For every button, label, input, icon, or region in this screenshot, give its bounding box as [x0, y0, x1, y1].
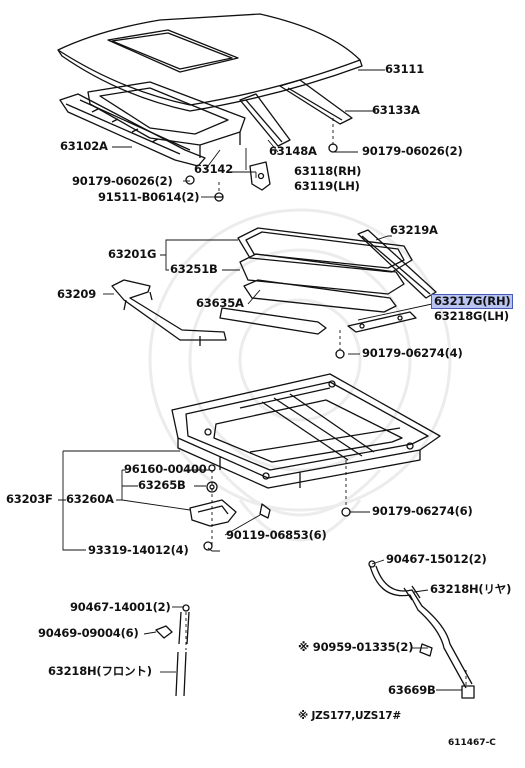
part-label-90467-14001[interactable]: 90467-14001(2) [70, 600, 171, 614]
part-label-63133a[interactable]: 63133A [372, 103, 420, 117]
dashed-leaders [185, 118, 467, 686]
part-label-63111[interactable]: 63111 [385, 62, 425, 76]
part-label-63219a[interactable]: 63219A [390, 223, 438, 237]
part-label-63218h-front[interactable]: 63218H(フロント) [48, 664, 152, 678]
part-label-90467-15012[interactable]: 90467-15012(2) [386, 552, 487, 566]
part-label-90179-06026-top[interactable]: 90179-06026(2) [362, 144, 463, 158]
part-label-63251b[interactable]: 63251B [170, 262, 218, 276]
part-label-90959-01335[interactable]: ※ 90959-01335(2) [298, 640, 414, 654]
diagram-reference-code: 611467-C [448, 738, 496, 748]
watermark-emblem [148, 208, 452, 542]
part-label-63218h-rear[interactable]: 63218H(リヤ) [430, 582, 512, 596]
roof-panel-part [57, 13, 363, 112]
part-label-63260a[interactable]: 63260A [66, 492, 114, 506]
drip-channel-part [219, 279, 397, 335]
part-label-93319-14012[interactable]: 93319-14012(4) [88, 543, 189, 557]
sunroof-guide-rail-part [347, 311, 417, 333]
part-label-90179-06026[interactable]: 90179-06026(2) [72, 174, 173, 188]
front-drain-hose-part [155, 604, 190, 697]
part-label-90179-06274[interactable]: 90179-06274(4) [362, 346, 463, 360]
front-header-reinforcement-part [59, 93, 206, 167]
guide-fastener [335, 349, 345, 359]
side-reinforcement-part [239, 93, 291, 147]
rear-roof-reinforcement-part [279, 79, 353, 125]
applicability-note: ※ JZS177,UZS17# [298, 710, 401, 722]
part-label-63119-lh[interactable]: 63119(LH) [294, 179, 360, 193]
part-label-63669b[interactable]: 63669B [388, 683, 436, 697]
part-label-63217g-rh-highlighted[interactable]: 63217G(RH) [431, 294, 514, 309]
part-label-90179-06274-lower[interactable]: 90179-06274(6) [372, 504, 473, 518]
part-label-63218g-lh[interactable]: 63218G(LH) [434, 309, 509, 323]
part-label-63203f[interactable]: 63203F [6, 492, 53, 506]
part-label-63118-rh[interactable]: 63118(RH) [294, 164, 362, 178]
part-label-63265b[interactable]: 63265B [138, 478, 186, 492]
part-label-90469-09004[interactable]: 90469-09004(6) [38, 626, 139, 640]
part-label-91511-b0614[interactable]: 91511-B0614(2) [98, 190, 200, 204]
roof-garnish-part [357, 229, 437, 299]
part-label-63102a[interactable]: 63102A [60, 139, 108, 153]
wind-deflector-part [111, 279, 227, 346]
part-label-63148a[interactable]: 63148A [269, 144, 317, 158]
rear-drain-hose-part [368, 560, 475, 699]
part-label-63209[interactable]: 63209 [57, 287, 97, 301]
sliding-roof-glass-part [237, 227, 413, 273]
sunroof-housing-panel-part [87, 81, 246, 158]
roof-bracket-part [249, 161, 271, 191]
part-label-90119-06853[interactable]: 90119-06853(6) [226, 528, 327, 542]
leader-lines [58, 69, 462, 691]
part-label-63635a[interactable]: 63635A [196, 296, 244, 310]
glass-weatherstrip-part [239, 253, 405, 295]
part-label-63201g[interactable]: 63201G [108, 247, 157, 261]
part-label-63142[interactable]: 63142 [194, 162, 234, 176]
part-label-96160-00400[interactable]: 96160-00400 [124, 462, 207, 476]
sunroof-housing-frame-part [171, 373, 441, 489]
